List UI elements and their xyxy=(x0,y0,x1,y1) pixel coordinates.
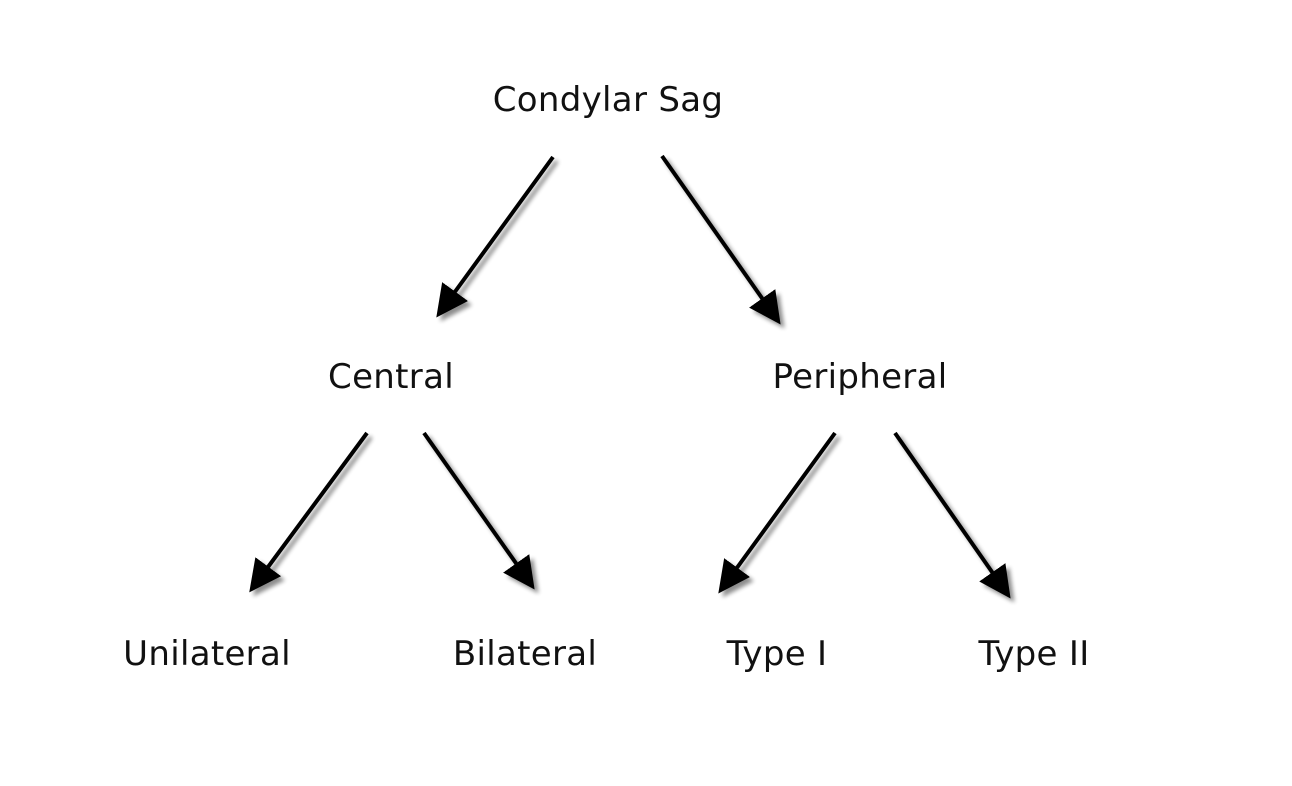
unilateral-node-label: Unilateral xyxy=(123,634,291,674)
arrow-central-to-bilateral xyxy=(422,431,535,590)
bilateral-node-label: Bilateral xyxy=(452,634,598,674)
arrow-peripheral-to-type-i xyxy=(718,431,837,594)
peripheral-node-label: Peripheral xyxy=(772,357,948,397)
arrow-root-to-central xyxy=(436,155,555,318)
type-ii-node-label: Type II xyxy=(978,634,1090,674)
arrow-root-to-peripheral xyxy=(660,154,781,325)
central-node-label: Central xyxy=(328,357,454,397)
arrow-central-to-unilateral xyxy=(249,431,369,593)
type-i-node-label: Type I xyxy=(726,634,828,674)
arrow-peripheral-to-type-ii xyxy=(893,431,1011,599)
root-node-label: Condylar Sag xyxy=(492,80,724,120)
